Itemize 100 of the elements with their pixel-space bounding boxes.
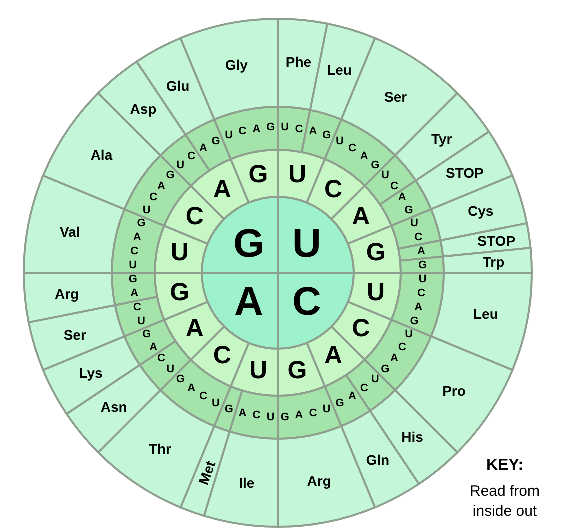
base-letter: C xyxy=(390,181,398,192)
base-letter: C xyxy=(238,126,247,138)
base-letter: A xyxy=(360,151,368,162)
base-letter: A xyxy=(390,354,398,365)
base-letter: A xyxy=(133,232,142,244)
amino-acid-label: Val xyxy=(60,224,80,239)
base-letter: G xyxy=(288,358,308,384)
amino-acid-label: Cys xyxy=(468,204,494,218)
base-letter: U xyxy=(405,330,414,340)
amino-acid-label: Thr xyxy=(148,442,172,456)
base-letter: A xyxy=(130,288,139,300)
amino-acid-label: Ser xyxy=(384,90,408,104)
base-letter: A xyxy=(398,192,406,204)
amino-acid-label: His xyxy=(402,430,424,444)
amino-acid-label: Arg xyxy=(307,474,332,488)
base-letter: U xyxy=(418,274,427,286)
amino-acid-label: Tyr xyxy=(432,132,452,146)
amino-acid-label: Arg xyxy=(54,286,80,301)
base-letter: U xyxy=(138,316,146,328)
base-letter: C xyxy=(348,143,356,154)
base-letter: G xyxy=(248,162,268,188)
base-letter: U xyxy=(336,136,344,148)
key-heading: KEY: xyxy=(486,458,524,474)
base-letter: A xyxy=(348,392,356,403)
base-letter: U xyxy=(288,162,307,188)
base-letter: C xyxy=(130,246,139,258)
base-letter: U xyxy=(176,160,185,172)
base-letter: C xyxy=(150,192,158,204)
base-letter: G xyxy=(128,274,138,286)
amino-acid-label: Ala xyxy=(90,148,113,162)
base-letter: C xyxy=(186,204,204,230)
base-letter: U xyxy=(266,412,275,424)
base-letter: C xyxy=(252,410,261,422)
base-letter: G xyxy=(224,404,234,416)
base-letter: G xyxy=(137,218,146,230)
base-letter: C xyxy=(213,344,232,369)
base-letter: C xyxy=(295,124,304,136)
base-letter: C xyxy=(309,408,318,420)
base-letter: U xyxy=(142,206,151,216)
base-letter: U xyxy=(292,224,322,264)
base-letter: U xyxy=(410,218,418,230)
amino-acid-label: Pro xyxy=(442,384,466,398)
amino-acid-label: STOP xyxy=(446,166,484,180)
amino-acid-label: Glu xyxy=(166,79,190,94)
amino-acid-label: Met xyxy=(196,458,218,486)
base-letter: U xyxy=(322,404,331,416)
base-letter: G xyxy=(418,260,428,272)
base-letter: A xyxy=(234,282,264,322)
base-letter: G xyxy=(404,206,414,216)
base-letter: U xyxy=(170,240,189,266)
base-letter: A xyxy=(309,126,318,138)
amino-acid-label: Leu xyxy=(473,307,498,322)
base-letter: A xyxy=(238,408,247,420)
base-letter: C xyxy=(292,282,322,322)
base-letter: C xyxy=(158,354,166,365)
base-letter: C xyxy=(360,384,368,395)
base-letter: C xyxy=(324,177,343,202)
amino-acid-label: Phe xyxy=(286,55,312,70)
base-letter: G xyxy=(410,316,419,328)
base-letter: G xyxy=(280,412,290,424)
key-note: Read from inside out xyxy=(468,482,542,522)
base-letter: G xyxy=(381,364,390,376)
base-letter: G xyxy=(266,122,276,134)
amino-acid-label: Lys xyxy=(79,366,103,380)
amino-acid-label: Leu xyxy=(327,63,352,78)
amino-acid-label: STOP xyxy=(478,234,516,248)
base-letter: U xyxy=(129,260,138,272)
base-letter: G xyxy=(170,280,190,305)
base-letter: A xyxy=(213,177,232,202)
base-letter: U xyxy=(225,130,234,142)
base-letter: U xyxy=(249,358,268,384)
base-letter: A xyxy=(150,342,158,354)
base-letter: G xyxy=(142,330,152,340)
base-letter: C xyxy=(414,232,423,244)
base-letter: U xyxy=(367,280,386,305)
base-letter: C xyxy=(199,392,208,403)
amino-acid-label: Ile xyxy=(239,476,255,490)
base-letter: U xyxy=(381,170,390,182)
amino-acid-label: Asn xyxy=(100,400,128,414)
base-letter: A xyxy=(324,344,343,369)
base-letter: G xyxy=(166,170,175,182)
base-letter: G xyxy=(371,160,380,172)
base-letter: G xyxy=(366,240,386,266)
amino-acid-label: Asp xyxy=(130,102,157,116)
base-letter: G xyxy=(212,136,220,148)
base-letter: U xyxy=(166,364,175,376)
base-letter: A xyxy=(352,204,370,230)
base-letter: A xyxy=(199,143,208,154)
base-letter: A xyxy=(252,124,261,136)
base-letter: C xyxy=(417,288,426,300)
base-letter: A xyxy=(414,302,423,314)
base-letter: C xyxy=(352,316,370,342)
amino-acid-label: Trp xyxy=(482,255,505,270)
base-letter: U xyxy=(281,122,290,134)
base-letter: A xyxy=(188,384,196,395)
base-letter: G xyxy=(336,398,344,410)
base-letter: A xyxy=(295,410,304,422)
amino-acid-label: Ser xyxy=(64,328,86,342)
base-letter: C xyxy=(398,342,406,354)
base-letter: G xyxy=(176,374,185,386)
